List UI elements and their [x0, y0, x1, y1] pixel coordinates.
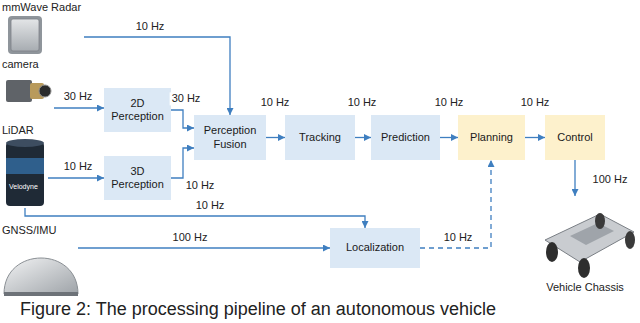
- node-label: Planning: [470, 131, 513, 144]
- node-label: Control: [557, 131, 592, 144]
- node-label: Perception Fusion: [198, 124, 262, 150]
- rate-label: 30 Hz: [62, 90, 95, 103]
- figure-caption: Figure 2: The processing pipeline of an …: [20, 299, 496, 321]
- rate-label: 10 Hz: [62, 160, 95, 173]
- node-label: mmWave Radar: [2, 1, 81, 14]
- node-label: 2D Perception: [108, 97, 167, 123]
- rate-label: 10 Hz: [346, 96, 379, 109]
- planning-box: Planning: [458, 115, 525, 160]
- lidar-window: [6, 158, 44, 174]
- rate-label: 10 Hz: [519, 96, 552, 109]
- data-flow-arrow: [78, 247, 330, 248]
- gnss-dome: [4, 258, 78, 294]
- chassis-wheel: [546, 242, 558, 262]
- lidar-body: [6, 142, 44, 206]
- node-label: Prediction: [381, 131, 430, 144]
- chassis-wheel: [625, 231, 635, 249]
- gnss-base: [4, 292, 78, 296]
- data-flow-arrow: [266, 137, 285, 138]
- rate-label: 10 Hz: [433, 96, 466, 109]
- node-label: camera: [2, 58, 39, 71]
- brand-mark: Velodyne: [9, 183, 38, 191]
- data-flow-arrow: [525, 137, 545, 138]
- rate-label: 10 Hz: [134, 20, 167, 33]
- rate-label: 10 Hz: [194, 199, 227, 212]
- process-box: Perception Fusion: [194, 115, 266, 160]
- data-flow-arrow: [171, 110, 194, 128]
- process-box: Localization: [330, 228, 420, 268]
- camera-body: [6, 80, 32, 102]
- rate-label: 100 Hz: [171, 231, 210, 244]
- process-box: Tracking: [285, 115, 355, 160]
- node-label: GNSS/IMU: [2, 224, 56, 237]
- chassis-wheel: [578, 258, 590, 278]
- chassis-wheel: [595, 213, 605, 229]
- node-label: 3D Perception: [108, 165, 167, 191]
- rate-label: 100 Hz: [591, 173, 630, 186]
- gnss-sensor: GNSS/IMU: [2, 224, 78, 296]
- chassis-frame: [545, 214, 634, 262]
- camera-sensor: camera: [2, 58, 54, 114]
- process-box: 3D Perception: [104, 156, 171, 200]
- data-flow-arrow: [171, 148, 194, 178]
- control-box: Control: [545, 115, 605, 160]
- rate-label: 10 Hz: [259, 96, 292, 109]
- rate-label: 10 Hz: [184, 179, 217, 192]
- radar-sensor: mmWave Radar: [2, 1, 84, 57]
- dashed-arrow: [420, 160, 491, 248]
- lidar-top: [6, 139, 44, 147]
- data-flow-arrow: [48, 177, 104, 178]
- data-flow-arrow: [54, 107, 104, 108]
- node-label: Localization: [346, 241, 404, 254]
- node-label: LiDAR: [2, 124, 34, 137]
- radar-housing: [8, 16, 42, 54]
- rate-label: 30 Hz: [170, 92, 203, 105]
- camera-lens: [39, 85, 51, 97]
- radar-face: [11, 19, 39, 51]
- process-box: Prediction: [371, 115, 440, 160]
- node-label: Vehicle Chassis: [546, 281, 624, 294]
- lidar-sensor: LiDAR: [2, 124, 48, 208]
- data-flow-arrow: [440, 137, 458, 138]
- data-flow-arrow: [574, 160, 575, 196]
- data-flow-arrow: [355, 137, 371, 138]
- rate-label: 10 Hz: [442, 231, 475, 244]
- chassis-module: [570, 223, 614, 245]
- node-label: Tracking: [299, 131, 341, 144]
- vehicle-chassis: Vehicle Chassis: [535, 196, 635, 294]
- process-box: 2D Perception: [104, 88, 171, 132]
